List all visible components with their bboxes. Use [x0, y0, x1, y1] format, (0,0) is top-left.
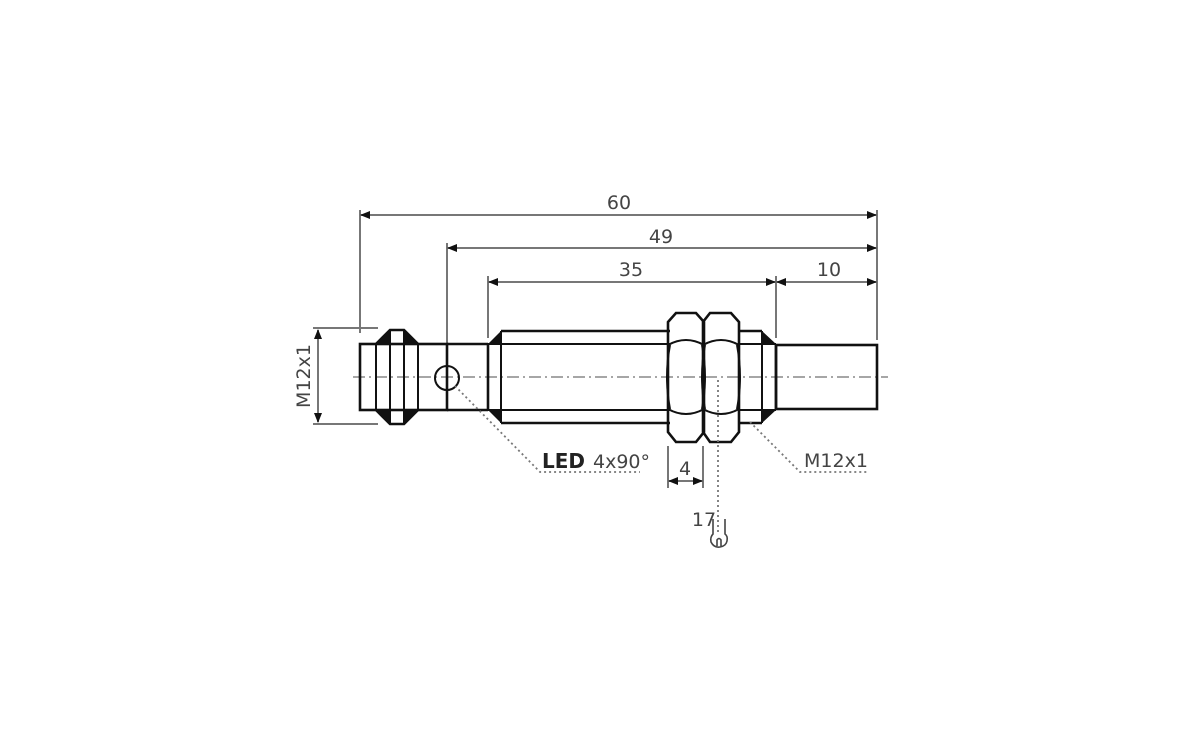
sensing-face: [774, 343, 879, 411]
connector-body: [358, 328, 449, 426]
dimension-60: 60: [360, 192, 877, 219]
dimension-10-label: 10: [817, 259, 841, 281]
hex-nuts: [666, 311, 741, 444]
led-callout: LED 4x90°: [454, 385, 650, 473]
led-label-spec: 4x90°: [593, 451, 650, 473]
led-window: [434, 365, 460, 391]
led-label-bold: LED: [542, 449, 585, 473]
dimension-nut-width: 4: [667, 446, 704, 488]
wrench-size-label: 17: [692, 509, 716, 531]
dimension-49: 49: [447, 226, 877, 252]
dimension-60-label: 60: [607, 192, 631, 214]
dimension-49-label: 49: [649, 226, 673, 248]
wrench-icon: [709, 519, 729, 548]
dimension-10: 10: [776, 259, 877, 286]
led-label: LED 4x90°: [542, 449, 650, 473]
dimension-35: 35: [488, 259, 776, 286]
extension-lines: [359, 210, 878, 360]
housing-thread-label: M12x1: [804, 450, 868, 472]
nut-width-label: 4: [679, 458, 691, 480]
connector-thread-label: M12x1: [293, 344, 315, 408]
housing-thread-callout: M12x1: [749, 421, 868, 473]
wrench-size-callout: 17: [692, 380, 729, 548]
dimension-connector-thread: M12x1: [293, 327, 378, 425]
dimension-35-label: 35: [619, 259, 643, 281]
